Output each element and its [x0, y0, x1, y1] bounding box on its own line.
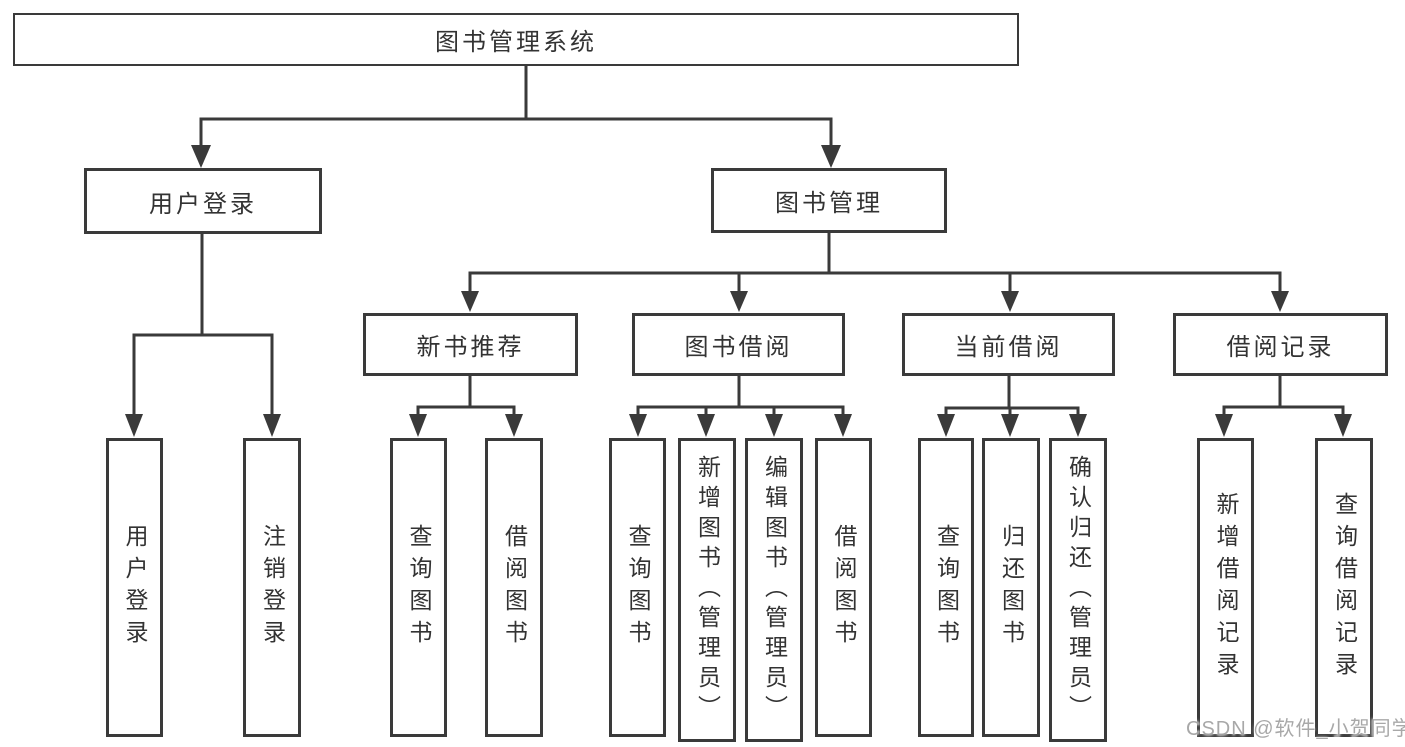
- arrow-leaf-borrowing-edit: [765, 414, 783, 437]
- arrow-leaf-records-query: [1334, 414, 1352, 437]
- leaf-borrowing-query-books: 查询图书: [609, 438, 666, 737]
- leaf-records-query-record: 查询借阅记录: [1315, 438, 1373, 737]
- leaf-logout-label: 注销登录: [259, 523, 286, 652]
- leaf-borrowing-query-books-label: 查询图书: [625, 523, 651, 652]
- arrow-current: [1001, 291, 1019, 312]
- watermark: CSDN @软件_小贺同学: [1186, 718, 1405, 740]
- leaf-user-login: 用户登录: [106, 438, 163, 737]
- leaf-borrowing-edit-books-admin: 编辑图书（管理员）: [745, 438, 803, 742]
- arrow-book-management: [821, 145, 841, 168]
- user-login-branch: [132, 333, 274, 416]
- node-book-borrowing: 图书借阅: [632, 313, 845, 376]
- recommend-branch: [416, 405, 516, 416]
- leaf-records-add-record-label: 新增借阅记录: [1213, 491, 1239, 684]
- arrow-leaf-borrowing-borrow: [834, 414, 852, 437]
- node-book-management-label: 图书管理: [775, 190, 883, 217]
- arrow-leaf-recommend-query: [409, 414, 427, 437]
- node-new-book-recommendation-label: 新书推荐: [416, 334, 525, 361]
- node-current-borrowing-label: 当前借阅: [954, 334, 1063, 361]
- leaf-current-confirm-return-admin: 确认归还（管理员）: [1049, 438, 1107, 742]
- leaf-current-confirm-return-admin-label: 确认归还（管理员）: [1065, 455, 1092, 725]
- leaf-borrowing-borrow-books-label: 借阅图书: [831, 523, 857, 652]
- leaf-current-return-books: 归还图书: [982, 438, 1040, 737]
- arrow-leaf-login: [125, 414, 143, 437]
- leaf-records-query-record-label: 查询借阅记录: [1331, 491, 1358, 684]
- root-branch: [199, 117, 833, 146]
- leaf-recommend-query-books-label: 查询图书: [406, 523, 432, 652]
- node-book-management: 图书管理: [711, 168, 947, 233]
- leaf-recommend-borrow-books-label: 借阅图书: [501, 523, 528, 652]
- leaf-borrowing-add-books-admin-label: 新增图书（管理员）: [694, 455, 721, 725]
- node-current-borrowing: 当前借阅: [902, 313, 1115, 376]
- node-borrowing-records: 借阅记录: [1173, 313, 1388, 376]
- leaf-records-add-record: 新增借阅记录: [1197, 438, 1254, 737]
- node-root-label: 图书管理系统: [435, 29, 597, 56]
- leaf-logout: 注销登录: [243, 438, 301, 737]
- arrowheads: [125, 145, 1352, 437]
- arrow-borrowing: [730, 291, 748, 312]
- arrow-recommend: [461, 291, 479, 312]
- node-new-book-recommendation: 新书推荐: [363, 313, 578, 376]
- leaf-current-return-books-label: 归还图书: [998, 523, 1025, 652]
- arrow-leaf-records-add: [1215, 414, 1233, 437]
- arrow-leaf-borrowing-add: [697, 414, 715, 437]
- arrow-user-login: [191, 145, 211, 168]
- node-user-login: 用户登录: [84, 168, 322, 234]
- arrow-leaf-borrowing-query: [629, 414, 647, 437]
- current-branch: [944, 406, 1080, 416]
- arrow-leaf-current-return: [1001, 414, 1019, 437]
- leaf-user-login-label: 用户登录: [122, 523, 148, 652]
- leaf-borrowing-add-books-admin: 新增图书（管理员）: [678, 438, 736, 742]
- node-book-borrowing-label: 图书借阅: [684, 334, 793, 361]
- leaf-recommend-borrow-books: 借阅图书: [485, 438, 543, 737]
- book-management-branch: [468, 271, 1282, 293]
- leaf-borrowing-edit-books-admin-label: 编辑图书（管理员）: [761, 455, 788, 725]
- leaf-current-query-books-label: 查询图书: [933, 523, 960, 652]
- arrow-leaf-current-query: [937, 414, 955, 437]
- leaf-current-query-books: 查询图书: [918, 438, 974, 737]
- node-user-login-label: 用户登录: [149, 190, 257, 218]
- arrow-records: [1271, 291, 1289, 312]
- records-branch: [1222, 405, 1345, 416]
- borrowing-branch: [636, 405, 845, 416]
- arrow-leaf-recommend-borrow: [505, 414, 523, 437]
- node-root: 图书管理系统: [13, 13, 1019, 66]
- leaf-recommend-query-books: 查询图书: [390, 438, 447, 737]
- leaf-borrowing-borrow-books: 借阅图书: [815, 438, 872, 737]
- arrow-leaf-current-confirm: [1069, 414, 1087, 437]
- arrow-leaf-logout: [263, 414, 281, 437]
- node-borrowing-records-label: 借阅记录: [1226, 334, 1335, 361]
- connector-paths: [132, 66, 1345, 416]
